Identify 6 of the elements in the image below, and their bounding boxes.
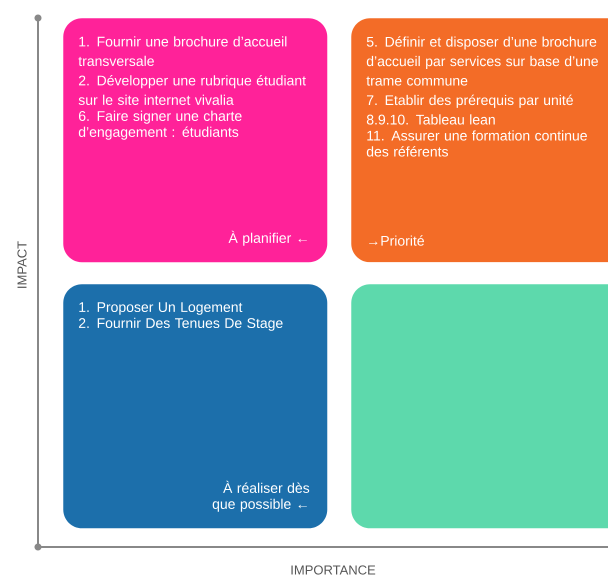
axis-label: IMPORTANCE: [291, 565, 376, 575]
quadrant-card: 1. Proposer Un Logement 2. Fournir Des Tenues De Stage À réaliser dès que possible ←: [63, 284, 328, 528]
quadrant-box: [351, 284, 608, 528]
quadrant-card: 1. Fournir une brochure d’accueil transversale 2. Développer une rubrique étudiant sur le site internet vivalia 6. Faire signer une charte d’engagement : étudiants À planifier ←: [63, 18, 328, 262]
axis-label: IMPACT: [17, 241, 27, 288]
quadrant-card: 5. Définir et disposer d’une brochure d’accueil par services sur base d’une trame commune 7. Etablir des prérequis par unité 8.9.10. Tableau lean 11. Assurer une formation continue des référents →Priorité: [351, 18, 608, 262]
